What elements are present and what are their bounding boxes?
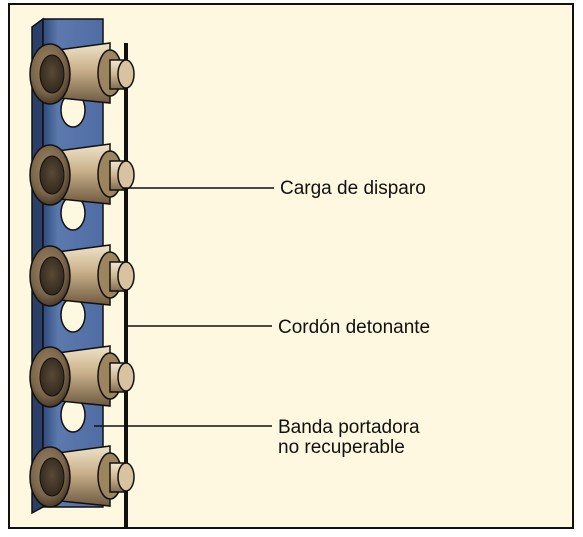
perforating-gun-illustration: [29, 17, 274, 527]
shaped-charge: [29, 143, 135, 206]
shaped-charge: [29, 244, 135, 307]
label-carrier-strip: Banda portadora no recuperable: [278, 418, 420, 458]
shaped-charge: [29, 445, 135, 508]
label-shaped-charge: Carga de disparo: [280, 178, 426, 199]
shaped-charge: [29, 345, 135, 408]
shaped-charge: [29, 42, 135, 105]
label-carrier-strip-line2: no recuperable: [278, 437, 405, 458]
label-detonating-cord: Cordón detonante: [278, 317, 431, 338]
diagram-frame: Carga de disparo Cordón detonante Banda …: [8, 3, 574, 529]
label-carrier-strip-line1: Banda portadora: [278, 417, 420, 438]
